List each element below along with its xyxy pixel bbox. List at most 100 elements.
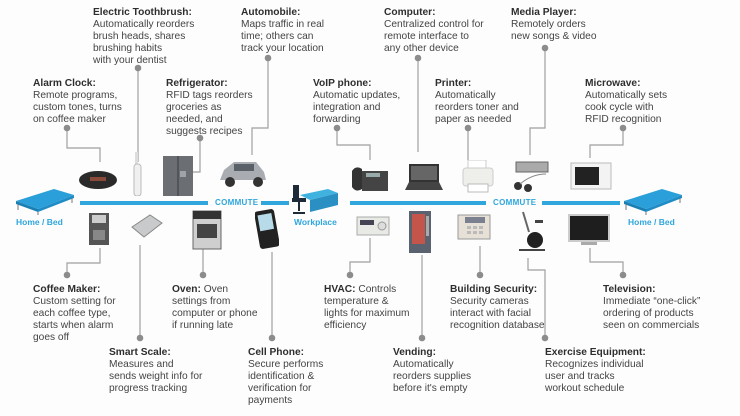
desc-alarm-clock: Remote programs, custom tones, turns on … [33,90,122,125]
desc-exercise-equipment: Recognizes individual user and tracks wo… [545,359,644,394]
label-hvac: HVAC: Controls temperature & lights for … [324,284,409,332]
desc-refrigerator: RFID tags reorders groceries as needed, … [166,90,253,137]
title-building-security: Building Security: [450,284,538,295]
television-icon [567,213,611,252]
label-microwave: Microwave: Automatically sets cook cycle… [585,78,667,126]
title-smart-scale: Smart Scale: [109,347,171,358]
laptop-icon [403,162,445,197]
timeline-commute-2b [542,201,620,205]
desk-phone-icon [350,165,390,198]
title-refrigerator: Refrigerator: [166,78,228,89]
label-media-player: Media Player: Remotely orders new songs … [511,7,597,43]
label-electric-toothbrush: Electric Toothbrush: Automatically reord… [93,7,194,67]
label-alarm-clock: Alarm Clock: Remote programs, custom ton… [33,78,122,126]
desc-television: Immediate “one-click” ordering of produc… [603,296,701,331]
timeline-commute-1a [80,201,208,205]
bed-icon-left [14,185,76,220]
alarm-clock-icon [78,168,118,195]
timeline-commute-1b [261,201,289,205]
desc-building-security: Security cameras interact with facial re… [450,296,545,331]
dot-coffee-maker [63,271,71,279]
title-media-player: Media Player: [511,7,577,18]
label-exercise-equipment: Exercise Equipment: Recognizes individua… [545,347,646,395]
title-vending: Vending: [393,347,437,358]
title-voip-phone: VoIP phone: [313,78,372,89]
coffee-maker-icon [87,212,111,251]
desc-smart-scale: Measures and sends weight info for progr… [109,359,203,394]
label-automobile: Automobile: Maps traffic in real time; o… [241,7,324,55]
connector-refrigerator [193,138,201,173]
place-home-left: Home / Bed [16,217,63,227]
title-coffee-maker: Coffee Maker: [33,284,101,295]
connector-automobile [251,58,269,155]
label-coffee-maker: Coffee Maker: Custom setting for each co… [33,284,116,344]
connector-television [589,248,624,275]
connector-coffee-maker [66,248,101,275]
cell-phone-icon [254,209,280,254]
car-icon [218,158,268,193]
dot-automobile [264,54,272,62]
desc-coffee-maker: Custom setting for each coffee type, sta… [33,296,116,343]
dot-microwave [619,124,627,132]
dot-smart-scale [136,334,144,342]
connector-microwave [589,128,624,158]
desc-microwave: Automatically sets cook cycle with RFID … [585,90,668,125]
workplace-desk-icon [290,183,340,222]
dot-building-security [476,271,484,279]
security-panel-icon [457,214,491,245]
title-printer: Printer: [435,78,472,89]
title-computer: Computer: [384,7,436,18]
title-automobile: Automobile: [241,7,301,18]
label-cell-phone: Cell Phone: Secure performs identificati… [248,347,323,407]
dot-alarm-clock [63,124,71,132]
label-voip-phone: VoIP phone: Automatic updates, integrati… [313,78,400,126]
scale-icon [130,213,164,244]
desc-vending: Automatically reorders supplies before i… [393,359,472,394]
title-oven: Oven: [172,284,201,295]
place-home-right: Home / Bed [628,217,675,227]
dot-oven [199,271,207,279]
timeline-commute-2a [350,201,486,205]
title-electric-toothbrush: Electric Toothbrush: [93,7,192,18]
thermostat-icon [356,216,390,241]
dot-television [619,271,627,279]
dot-refrigerator [196,134,204,142]
desc-cell-phone: Secure performs identification & verific… [248,359,324,406]
connector-media-player [529,48,546,155]
dot-toothbrush [134,64,142,72]
title-cell-phone: Cell Phone: [248,347,305,358]
refrigerator-icon [162,155,194,202]
printer-icon [462,159,494,199]
dot-vending [418,334,426,342]
label-oven: Oven: Oven settings from computer or pho… [172,284,258,332]
dot-cell-phone [268,334,276,342]
connector-alarm-clock [66,128,101,162]
title-hvac: HVAC: [324,284,356,295]
microwave-icon [570,162,612,195]
label-smart-scale: Smart Scale: Measures and sends weight i… [109,347,202,395]
label-printer: Printer: Automatically reorders toner an… [435,78,519,126]
desc-computer: Centralized control for remote interface… [384,19,484,54]
connector-voip [336,128,371,160]
dot-voip [333,124,341,132]
media-player-icon [512,160,552,197]
desc-automobile: Maps traffic in real time; others can tr… [241,19,325,54]
desc-voip-phone: Automatic updates, integration and forwa… [313,90,401,125]
dot-exercise [541,334,549,342]
title-microwave: Microwave: [585,78,641,89]
desc-electric-toothbrush: Automatically reorders brush heads, shar… [93,19,195,66]
label-television: Television: Immediate “one-click” orderi… [603,284,700,332]
connector-exercise [527,258,546,338]
dot-hvac [346,271,354,279]
dot-media-player [541,44,549,52]
desc-oven: Oven settings from computer or phone if … [172,284,258,331]
place-workplace: Workplace [294,217,337,227]
title-alarm-clock: Alarm Clock: [33,78,96,89]
label-refrigerator: Refrigerator: RFID tags reorders groceri… [166,78,253,138]
label-vending: Vending: Automatically reorders supplies… [393,347,471,395]
dot-printer [464,124,472,132]
title-exercise-equipment: Exercise Equipment: [545,347,646,358]
desc-printer: Automatically reorders toner and paper a… [435,90,519,125]
commute-label-1: COMMUTE [215,198,259,207]
exercise-bike-icon [515,210,549,259]
